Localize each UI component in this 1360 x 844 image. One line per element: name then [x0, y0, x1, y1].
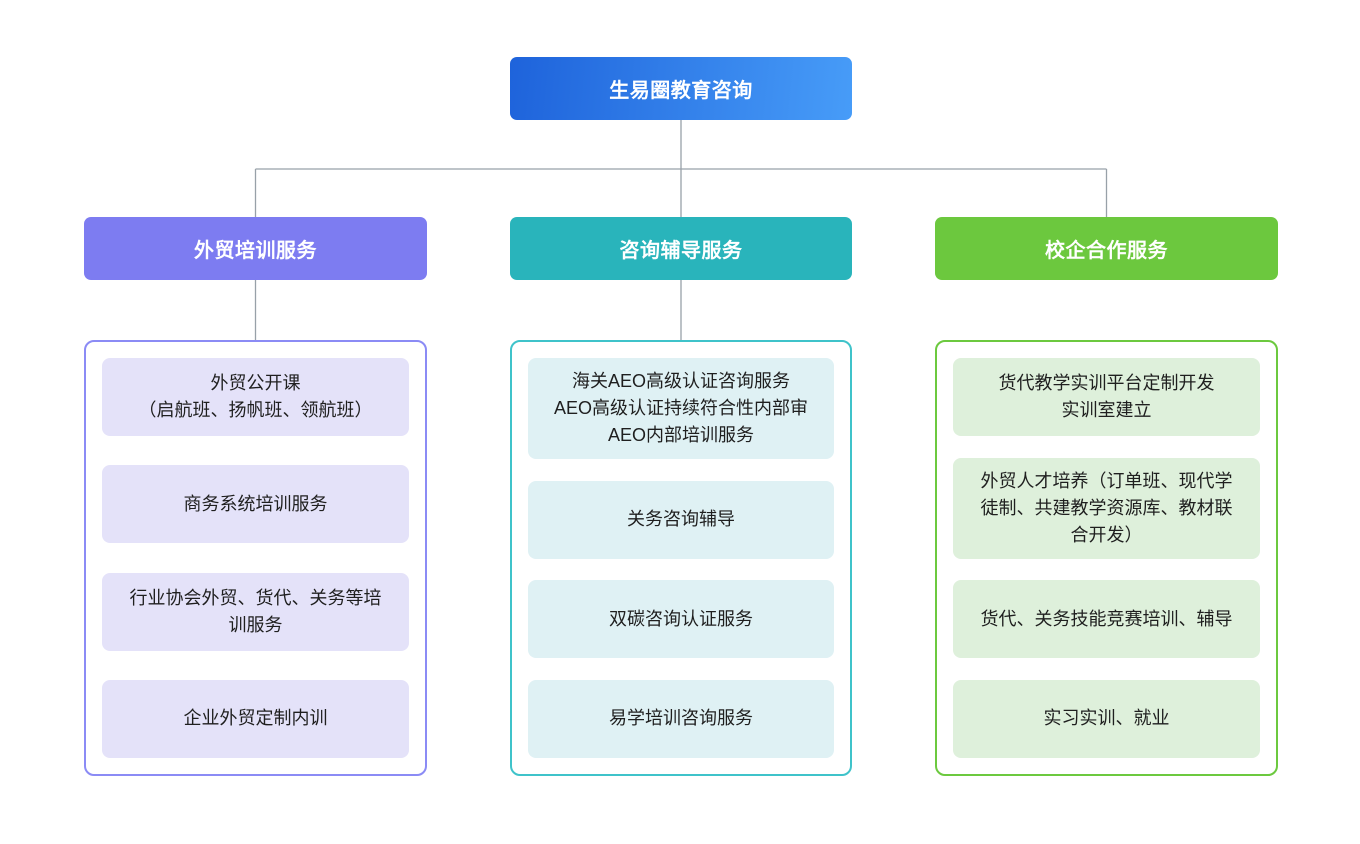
leaf-node[interactable]: 实习实训、就业 [953, 679, 1260, 758]
branch-node-consulting-coaching[interactable]: 咨询辅导服务 [510, 217, 852, 280]
branch-label: 咨询辅导服务 [619, 240, 743, 262]
branch-panel-foreign-trade-training: 外贸公开课 （启航班、扬帆班、领航班） 商务系统培训服务 行业协会外贸、货代、关… [84, 340, 427, 776]
leaf-label: 易学培训咨询服务 [609, 708, 753, 729]
leaf-label: 外贸公开课 （启航班、扬帆班、领航班） [138, 373, 373, 420]
branch-node-school-enterprise[interactable]: 校企合作服务 [935, 217, 1278, 280]
leaf-node[interactable]: 商务系统培训服务 [102, 465, 409, 544]
leaf-label: 外贸人才培养（订单班、现代学 徒制、共建教学资源库、教材联 合开发） [980, 470, 1233, 545]
leaf-node[interactable]: 外贸人才培养（订单班、现代学 徒制、共建教学资源库、教材联 合开发） [953, 457, 1260, 559]
leaf-node[interactable]: 行业协会外贸、货代、关务等培 训服务 [102, 572, 409, 651]
leaf-node[interactable]: 外贸公开课 （启航班、扬帆班、领航班） [102, 358, 409, 436]
leaf-label: 关务咨询辅导 [627, 509, 735, 530]
branch-panel-school-enterprise: 货代教学实训平台定制开发 实训室建立 外贸人才培养（订单班、现代学 徒制、共建教… [935, 340, 1278, 776]
branch-label: 外贸培训服务 [194, 240, 317, 262]
root-node-label: 生易圈教育咨询 [609, 80, 753, 102]
leaf-label: 企业外贸定制内训 [183, 708, 328, 729]
leaf-node[interactable]: 企业外贸定制内训 [102, 679, 409, 758]
leaf-label: 海关AEO高级认证咨询服务 AEO高级认证持续符合性内部审 AEO内部培训服务 [553, 371, 808, 445]
leaf-node[interactable]: 双碳咨询认证服务 [528, 580, 834, 659]
leaf-label: 货代、关务技能竞赛培训、辅导 [980, 608, 1233, 629]
leaf-label: 货代教学实训平台定制开发 实训室建立 [998, 373, 1215, 420]
leaf-node[interactable]: 货代、关务技能竞赛培训、辅导 [953, 580, 1260, 659]
leaf-label: 商务系统培训服务 [183, 493, 328, 514]
branch-panel-consulting-coaching: 海关AEO高级认证咨询服务 AEO高级认证持续符合性内部审 AEO内部培训服务 … [510, 340, 852, 776]
branch-label: 校企合作服务 [1045, 240, 1168, 262]
leaf-node[interactable]: 货代教学实训平台定制开发 实训室建立 [953, 358, 1260, 436]
leaf-node[interactable]: 海关AEO高级认证咨询服务 AEO高级认证持续符合性内部审 AEO内部培训服务 [528, 358, 834, 459]
leaf-label: 实习实训、就业 [1043, 708, 1170, 729]
root-node[interactable]: 生易圈教育咨询 [510, 57, 852, 120]
leaf-node[interactable]: 关务咨询辅导 [528, 480, 834, 559]
leaf-label: 行业协会外贸、货代、关务等培 训服务 [129, 587, 382, 635]
branch-node-foreign-trade-training[interactable]: 外贸培训服务 [84, 217, 427, 280]
leaf-node[interactable]: 易学培训咨询服务 [528, 679, 834, 758]
leaf-label: 双碳咨询认证服务 [609, 608, 753, 629]
